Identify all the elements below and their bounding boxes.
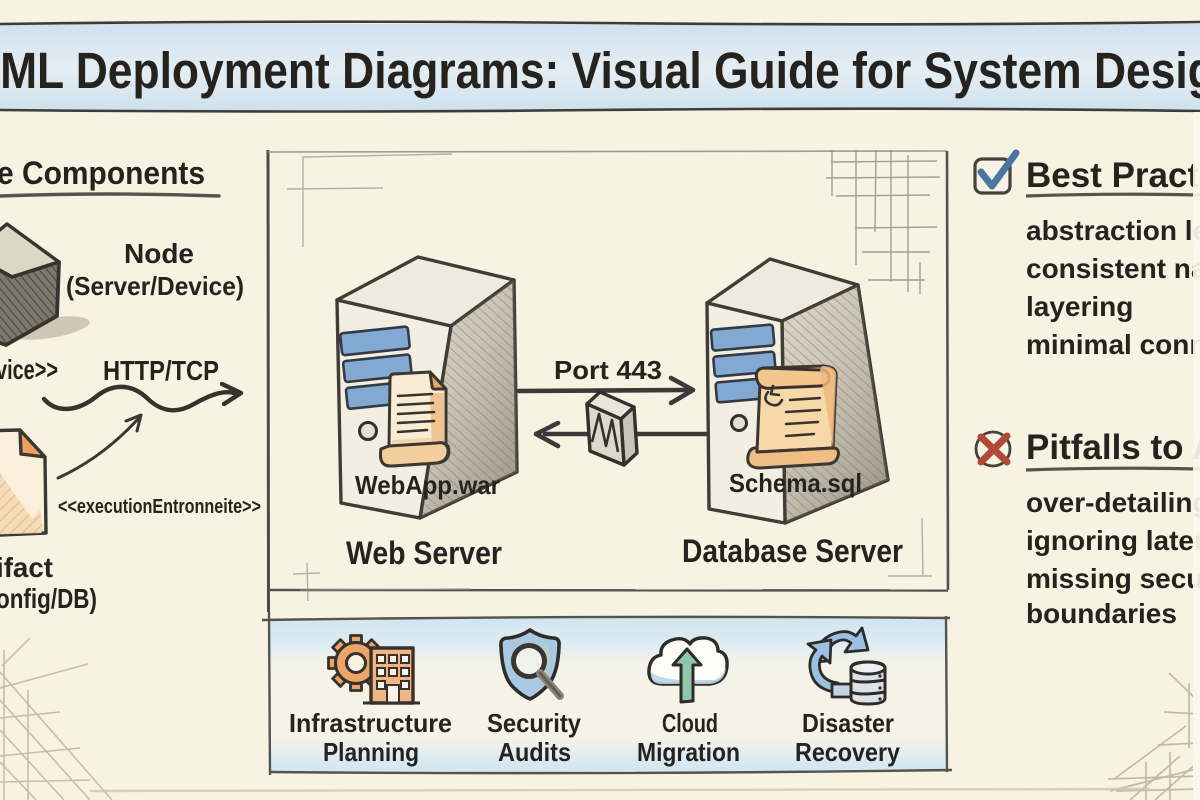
svg-text:<<executionEntronneite>>: <<executionEntronneite>> [58, 496, 261, 518]
svg-text:ifact: ifact [0, 552, 53, 583]
svg-text:layering: layering [1026, 291, 1133, 322]
svg-text:onfig/DB): onfig/DB) [0, 583, 97, 614]
svg-text:Disaster: Disaster [802, 708, 894, 738]
svg-text:HTTP/TCP: HTTP/TCP [103, 355, 219, 386]
svg-text:Schema.sql: Schema.sql [729, 468, 862, 498]
svg-text:Database Server: Database Server [682, 533, 903, 569]
svg-text:Web Server: Web Server [346, 535, 502, 571]
svg-text:vice>>: vice>> [0, 354, 58, 385]
svg-text:Pitfalls to Avoid: Pitfalls to Avoid [1026, 428, 1200, 467]
svg-text:abstraction levels: abstraction levels [1026, 215, 1200, 246]
svg-text:Infrastructure: Infrastructure [289, 708, 452, 738]
svg-text:Security: Security [487, 708, 581, 738]
svg-text:Cloud: Cloud [662, 708, 718, 738]
svg-text:e Components: e Components [0, 155, 205, 191]
svg-text:Audits: Audits [498, 737, 571, 767]
svg-text:Best Practices: Best Practices [1026, 156, 1200, 195]
svg-text:(Server/Device): (Server/Device) [66, 271, 244, 301]
svg-text:Migration: Migration [637, 737, 740, 767]
svg-text:WebApp.war: WebApp.war [355, 470, 500, 500]
svg-text:ignoring latency: ignoring latency [1026, 525, 1200, 556]
svg-text:Port 443: Port 443 [554, 355, 662, 385]
svg-text:Recovery: Recovery [795, 737, 900, 767]
svg-text:consistent naming: consistent naming [1026, 253, 1200, 284]
svg-text:missing security: missing security [1026, 563, 1200, 594]
svg-text:Planning: Planning [323, 737, 419, 767]
svg-text:minimal connections: minimal connections [1026, 329, 1200, 360]
svg-text:boundaries: boundaries [1026, 598, 1177, 629]
svg-text:UML Deployment Diagrams: Visua: UML Deployment Diagrams: Visual Guide fo… [0, 42, 1200, 99]
svg-text:Node: Node [124, 238, 194, 269]
svg-text:over-detailing: over-detailing [1026, 487, 1200, 518]
